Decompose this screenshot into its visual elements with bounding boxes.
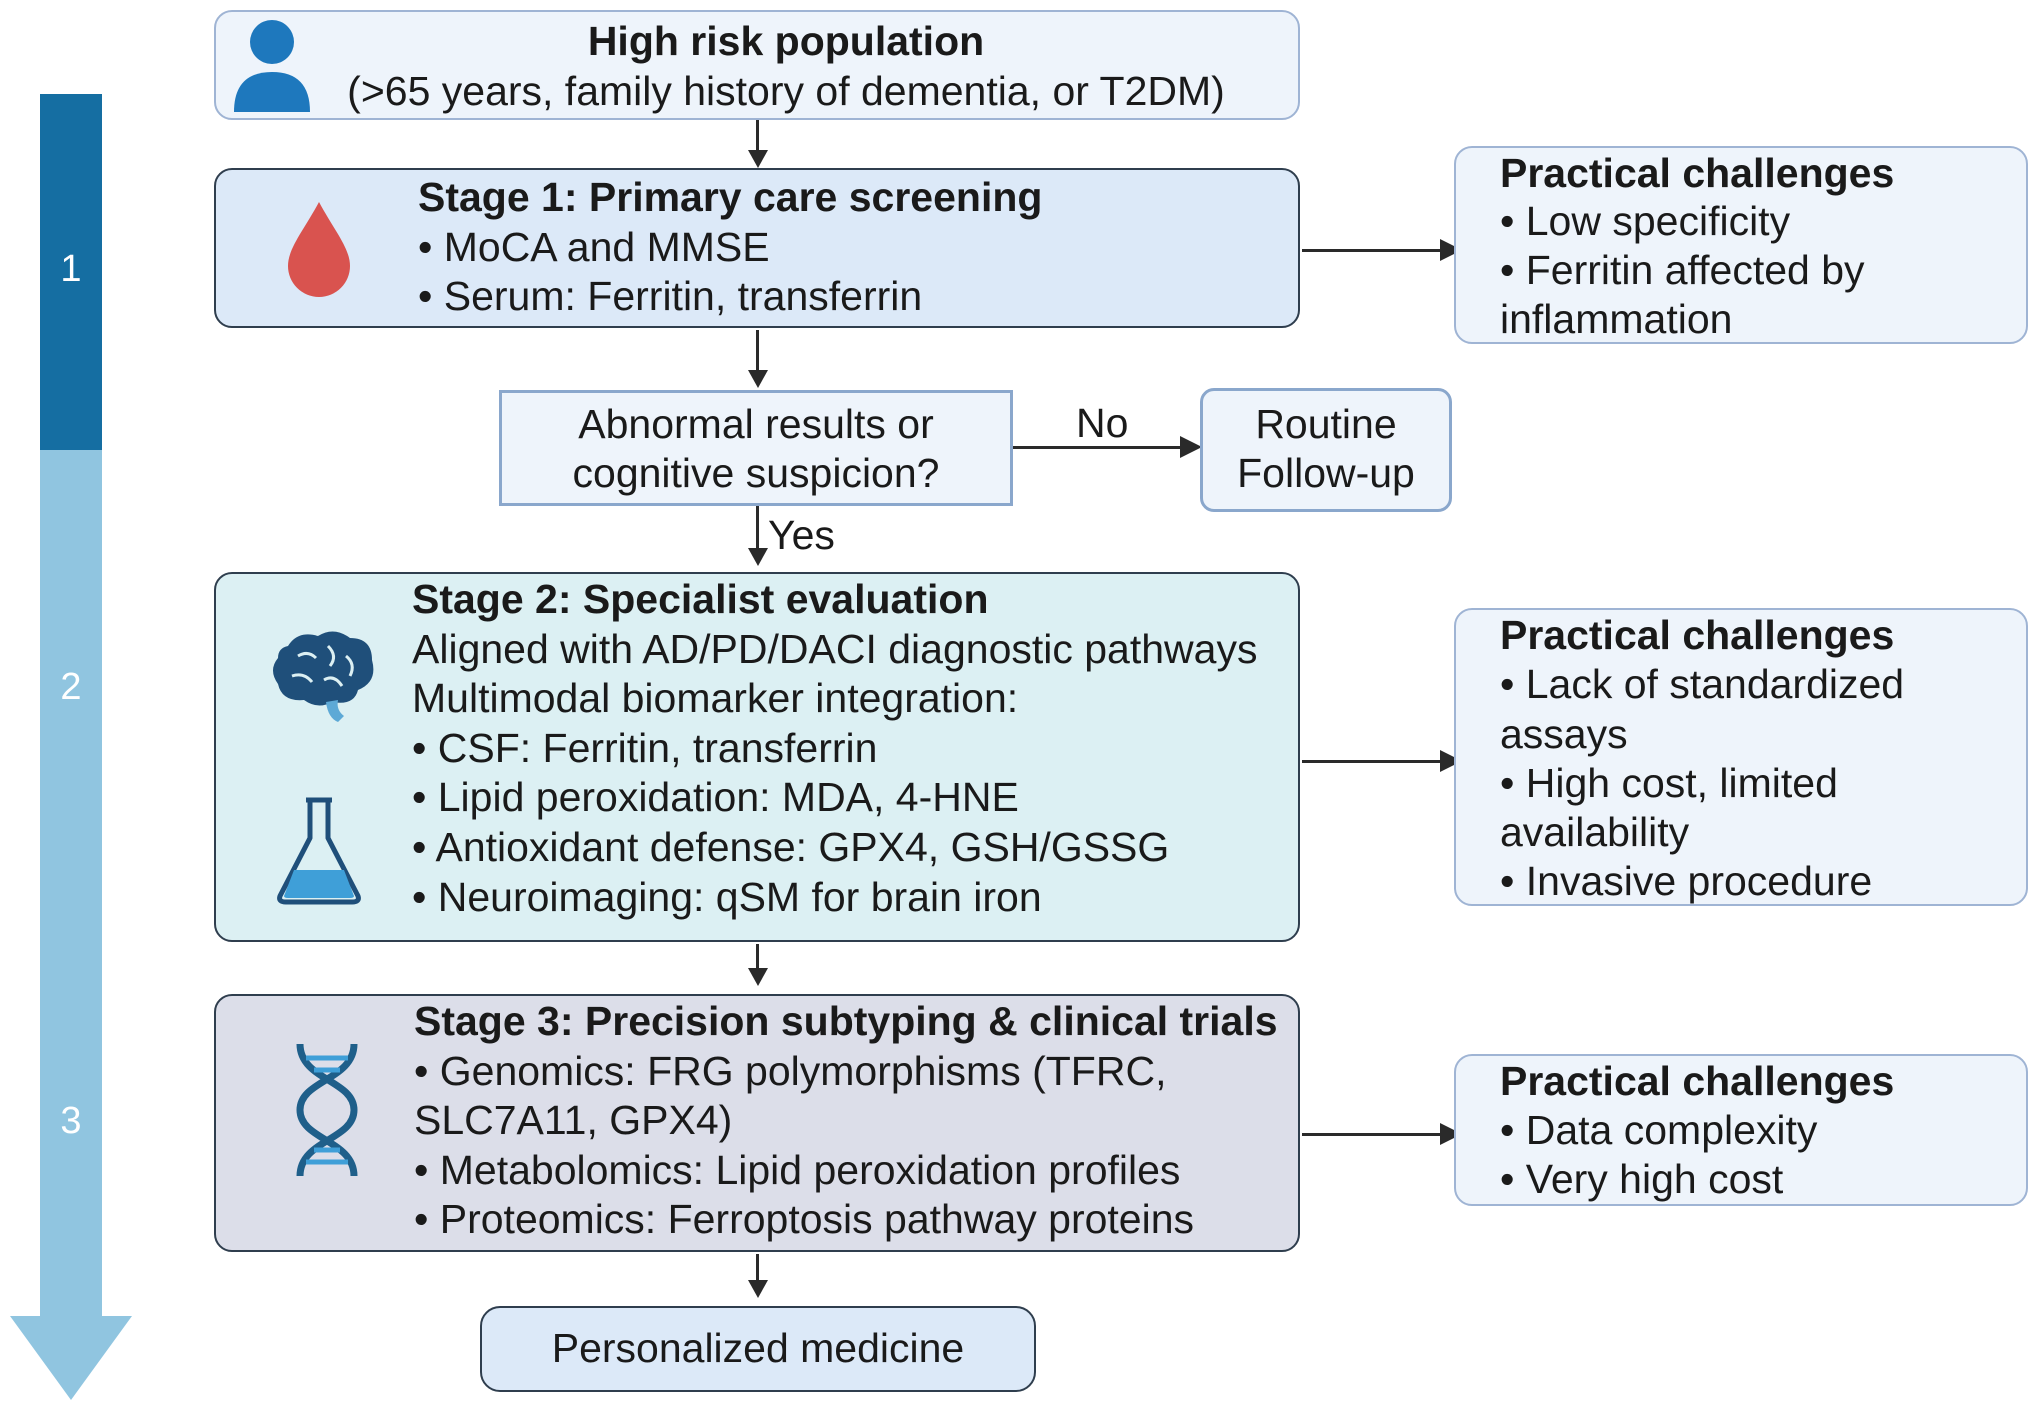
- challenges2-line: • Lack of standardized: [1500, 661, 1905, 707]
- challenges3-box: Practical challenges • Data complexity •…: [1454, 1054, 2028, 1206]
- stage2-item: Multimodal biomarker integration:: [412, 675, 1019, 721]
- routine-label: Follow-up: [1237, 450, 1415, 496]
- progress-segment-2-3: [40, 450, 102, 1320]
- stage1-title: Stage 1: Primary care screening: [418, 174, 1043, 220]
- decision-box: Abnormal results or cognitive suspicion?: [499, 390, 1013, 506]
- connector-arrowhead: [748, 1280, 768, 1298]
- connector-line: [1302, 1133, 1440, 1136]
- connector-line: [756, 506, 759, 548]
- no-label: No: [1076, 400, 1129, 446]
- stage3-box: Stage 3: Precision subtyping & clinical …: [214, 994, 1300, 1252]
- challenges1-line: • Low specificity: [1500, 198, 1791, 244]
- stage2-box: Stage 2: Specialist evaluation Aligned w…: [214, 572, 1300, 942]
- connector-arrowhead: [1180, 436, 1202, 458]
- stage3-item: • Metabolomics: Lipid peroxidation profi…: [414, 1147, 1181, 1193]
- personalized-medicine-label: Personalized medicine: [551, 1325, 965, 1371]
- stage2-item: • Antioxidant defense: GPX4, GSH/GSSG: [412, 824, 1170, 870]
- connector-line: [756, 120, 759, 150]
- person-icon: [234, 20, 310, 112]
- stage1-item: • MoCA and MMSE: [418, 224, 770, 270]
- personalized-medicine-box: Personalized medicine: [480, 1306, 1036, 1392]
- stage3-item: • Genomics: FRG polymorphisms (TFRC,: [414, 1048, 1167, 1094]
- connector-line: [1013, 446, 1183, 449]
- connector-arrowhead: [748, 968, 768, 986]
- progress-arrowhead: [10, 1316, 132, 1400]
- challenges1-line: inflammation: [1500, 296, 1733, 342]
- stage3-title: Stage 3: Precision subtyping & clinical …: [414, 998, 1278, 1044]
- challenges2-line: • Invasive procedure: [1500, 858, 1873, 904]
- population-subtitle: (>65 years, family history of dementia, …: [347, 68, 1225, 114]
- stage1-box: Stage 1: Primary care screening • MoCA a…: [214, 168, 1300, 328]
- connector-arrowhead: [1440, 1123, 1462, 1145]
- challenges3-title: Practical challenges: [1500, 1058, 1895, 1104]
- challenges2-line: assays: [1500, 711, 1628, 757]
- challenges2-line: • High cost, limited: [1500, 760, 1838, 806]
- stage2-item: • Neuroimaging: qSM for brain iron: [412, 874, 1042, 920]
- challenges1-box: Practical challenges • Low specificity •…: [1454, 146, 2028, 344]
- progress-step-3-label: 3: [60, 1100, 82, 1142]
- routine-followup-box: Routine Follow-up: [1200, 388, 1452, 512]
- stage2-item: Aligned with AD/PD/DACI diagnostic pathw…: [412, 626, 1258, 672]
- challenges2-title: Practical challenges: [1500, 612, 1895, 658]
- challenges3-line: • Data complexity: [1500, 1107, 1818, 1153]
- challenges3-line: • Very high cost: [1500, 1156, 1784, 1202]
- progress-segment-1: [40, 94, 102, 450]
- flask-icon: [277, 797, 361, 905]
- connector-arrowhead: [748, 150, 768, 168]
- blood-drop-icon: [288, 202, 350, 297]
- stage1-item: • Serum: Ferritin, transferrin: [418, 273, 923, 319]
- decision-question: Abnormal results or: [578, 401, 934, 447]
- connector-line: [756, 1254, 759, 1280]
- decision-question: cognitive suspicion?: [572, 450, 940, 496]
- connector-arrowhead: [1440, 239, 1462, 261]
- connector-line: [756, 944, 759, 968]
- stage3-item: SLC7A11, GPX4): [414, 1097, 733, 1143]
- stage2-item: • Lipid peroxidation: MDA, 4-HNE: [412, 774, 1019, 820]
- dna-icon: [296, 1043, 358, 1177]
- brain-icon: [273, 631, 374, 722]
- routine-label: Routine: [1255, 401, 1397, 447]
- connector-line: [1302, 249, 1440, 252]
- progress-step-2-label: 2: [60, 666, 82, 708]
- connector-arrowhead: [748, 370, 768, 388]
- connector-line: [1302, 760, 1440, 763]
- challenges2-box: Practical challenges • Lack of standardi…: [1454, 608, 2028, 906]
- stage3-item: • Proteomics: Ferroptosis pathway protei…: [414, 1196, 1195, 1242]
- challenges1-title: Practical challenges: [1500, 150, 1895, 196]
- stage2-item: • CSF: Ferritin, transferrin: [412, 725, 878, 771]
- stage2-title: Stage 2: Specialist evaluation: [412, 576, 989, 622]
- connector-arrowhead: [748, 548, 768, 566]
- challenges2-line: availability: [1500, 809, 1690, 855]
- population-box: High risk population (>65 years, family …: [214, 10, 1300, 120]
- yes-label: Yes: [768, 512, 835, 558]
- challenges1-line: • Ferritin affected by: [1500, 247, 1865, 293]
- connector-line: [756, 330, 759, 370]
- progress-step-1-label: 1: [60, 248, 82, 290]
- connector-arrowhead: [1440, 750, 1462, 772]
- population-title: High risk population: [587, 18, 985, 64]
